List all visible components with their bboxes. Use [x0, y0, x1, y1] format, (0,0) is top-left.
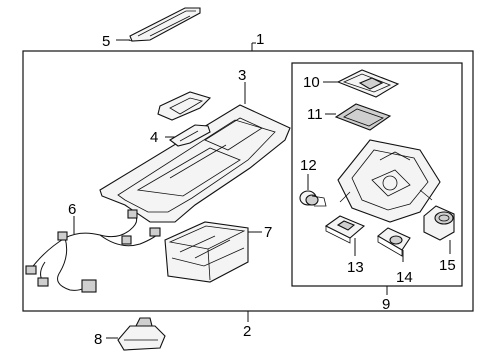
part-shift-bezel — [157, 91, 212, 121]
callout-10: 10 — [303, 74, 320, 91]
assembly-frame-inner — [291, 62, 463, 287]
callout-1: 1 — [256, 31, 264, 48]
callout-6: 6 — [68, 201, 76, 218]
part-5-console-lid — [127, 7, 201, 42]
callout-3: 3 — [238, 67, 246, 84]
callout-12: 12 — [300, 157, 317, 174]
part-11-mat — [334, 103, 392, 131]
part-12-knob — [299, 190, 327, 207]
part-10-tray — [336, 69, 400, 98]
part-3-console-trim — [99, 104, 291, 223]
part-13-switch — [324, 215, 366, 244]
part-15-cup-holder — [423, 205, 455, 241]
callout-11: 11 — [307, 106, 323, 123]
callout-8: 8 — [94, 331, 102, 348]
callout-13: 13 — [347, 259, 364, 276]
callout-5: 5 — [102, 33, 110, 50]
part-6-wiring-harness — [25, 209, 161, 293]
callout-14: 14 — [396, 269, 413, 286]
callout-4: 4 — [150, 129, 158, 146]
part-4-bracket — [169, 124, 211, 147]
callout-7: 7 — [264, 224, 272, 241]
part-8-switch-module — [117, 317, 166, 351]
part-7-storage-bin — [164, 221, 249, 283]
part-9-bracket-assembly — [337, 139, 441, 223]
callout-15: 15 — [439, 257, 456, 274]
part-14-socket — [377, 227, 411, 257]
callout-2: 2 — [243, 323, 251, 340]
callout-9: 9 — [382, 296, 390, 313]
